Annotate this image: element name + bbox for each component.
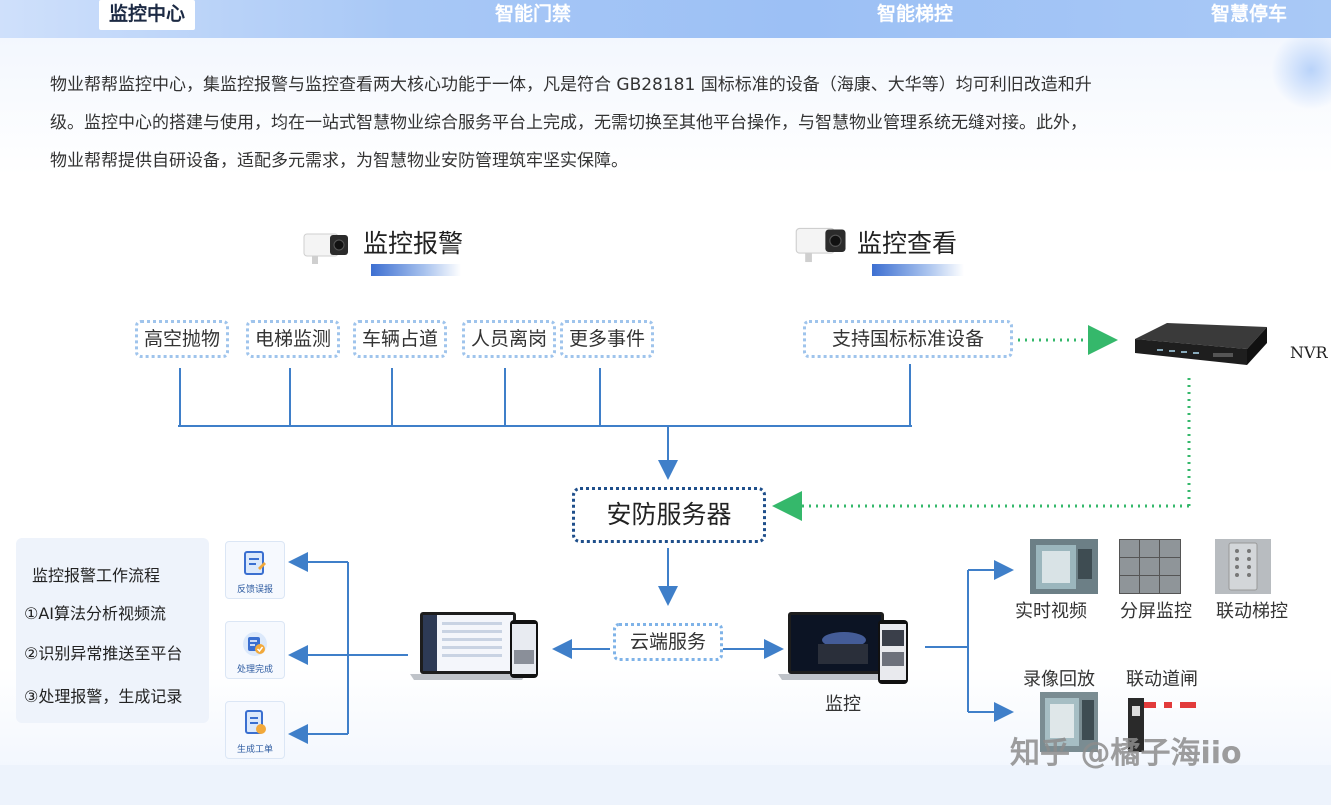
alarm-title: 监控报警 xyxy=(363,229,464,258)
feature-split-screen: 分屏监控 xyxy=(1120,601,1192,622)
feedback-false-alarm-tile: 反馈误报 xyxy=(225,541,285,599)
watermark: 知乎 @橘子海iio xyxy=(1010,736,1242,771)
event-elevator: 电梯监测 xyxy=(246,320,340,358)
check-document-icon xyxy=(243,632,267,656)
tab-smart-elevator[interactable]: 智能梯控 xyxy=(877,3,954,25)
workflow-title: 监控报警工作流程 xyxy=(32,566,161,585)
security-server-box: 安防服务器 xyxy=(572,487,766,543)
tile-label: 反馈误报 xyxy=(236,585,273,595)
workflow-step-3: ③处理报警，生成记录 xyxy=(24,687,183,706)
tile-label: 处理完成 xyxy=(236,665,273,675)
standard-device-box: 支持国标标准设备 xyxy=(803,320,1013,358)
view-title: 监控查看 xyxy=(857,229,958,258)
processing-complete-tile: 处理完成 xyxy=(225,621,285,679)
intro-line-1: 物业帮帮监控中心，集监控报警与监控查看两大核心功能于一体，凡是符合 GB2818… xyxy=(50,75,1092,95)
corner-glow xyxy=(1271,30,1331,110)
cloud-service-box: 云端服务 xyxy=(613,623,723,661)
camera-icon xyxy=(794,215,850,271)
feature-playback: 录像回放 xyxy=(1023,669,1095,690)
feature-elevator-linkage: 联动梯控 xyxy=(1216,601,1288,622)
elevator-panel-thumbnail xyxy=(1215,539,1271,594)
intro-line-3: 物业帮帮提供自研设备，适配多元需求，为智慧物业安防管理筑牢坚实保障。 xyxy=(50,151,628,171)
event-vehicle: 车辆占道 xyxy=(353,320,447,358)
gate-barrier-thumbnail xyxy=(1126,696,1198,754)
monitor-label: 监控 xyxy=(825,694,861,715)
intro-line-2: 级。监控中心的搭建与使用，均在一站式智慧物业综合服务平台上完成，无需切换至其他平… xyxy=(50,113,1087,133)
split-screen-thumbnail xyxy=(1119,539,1181,594)
nvr-device-icon xyxy=(1127,309,1279,377)
feature-realtime-video: 实时视频 xyxy=(1015,601,1087,622)
alarm-title-underline xyxy=(371,264,461,276)
realtime-video-thumbnail xyxy=(1030,539,1098,594)
top-nav: 监控中心 智能门禁 智能梯控 智慧停车 xyxy=(0,0,1331,38)
monitor-devices-image xyxy=(778,610,912,688)
generate-ticket-tile: 生成工单 xyxy=(225,701,285,759)
feature-gate-linkage: 联动道闸 xyxy=(1126,669,1198,690)
playback-thumbnail xyxy=(1040,692,1098,752)
tab-monitor-center[interactable]: 监控中心 xyxy=(99,0,195,30)
document-icon xyxy=(244,551,266,575)
tab-smart-access[interactable]: 智能门禁 xyxy=(495,3,572,25)
ticket-icon xyxy=(245,710,266,734)
event-staff: 人员离岗 xyxy=(462,320,556,358)
dashboard-devices-image xyxy=(410,610,542,684)
page-background xyxy=(0,38,1331,805)
workflow-panel: 监控报警工作流程 ①AI算法分析视频流 ②识别异常推送至平台 ③处理报警，生成记… xyxy=(16,538,209,723)
tab-smart-parking[interactable]: 智慧停车 xyxy=(1211,3,1288,25)
event-more: 更多事件 xyxy=(560,320,654,358)
workflow-step-1: ①AI算法分析视频流 xyxy=(24,604,167,623)
nvr-label: NVR xyxy=(1290,343,1328,362)
camera-icon xyxy=(302,222,352,272)
tile-label: 生成工单 xyxy=(236,745,273,755)
view-title-underline xyxy=(872,264,964,276)
bottom-band xyxy=(0,765,1331,805)
event-high-altitude: 高空抛物 xyxy=(135,320,229,358)
workflow-step-2: ②识别异常推送至平台 xyxy=(24,644,183,663)
